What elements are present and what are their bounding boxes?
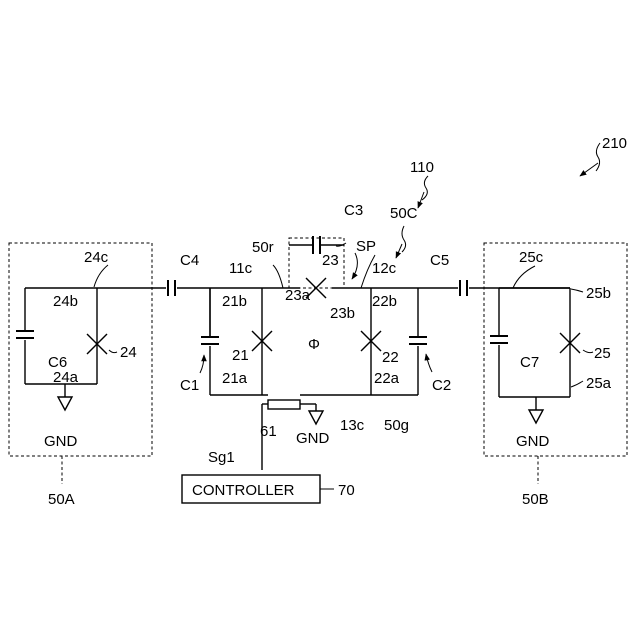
label-gnd-a: GND xyxy=(44,433,78,450)
ref-arrow-210 xyxy=(580,143,600,176)
label-12c: 12c xyxy=(372,260,397,277)
label-25b: 25b xyxy=(586,285,611,302)
label-50C: 50C xyxy=(390,205,418,222)
label-25: 25 xyxy=(594,345,611,362)
ref-arrow-50C xyxy=(396,226,406,258)
label-c5: C5 xyxy=(430,252,449,269)
label-phi: Φ xyxy=(308,336,320,353)
label-c1: C1 xyxy=(180,377,199,394)
label-c2: C2 xyxy=(432,377,451,394)
label-210: 210 xyxy=(602,135,627,152)
label-22: 22 xyxy=(382,349,399,366)
label-gnd-c: GND xyxy=(296,430,330,447)
controller-label: CONTROLLER xyxy=(192,482,295,499)
label-c3: C3 xyxy=(344,202,363,219)
label-c6: C6 xyxy=(48,354,67,371)
block-50B xyxy=(484,243,627,484)
ref-arrow-110 xyxy=(418,176,428,208)
label-sg1: Sg1 xyxy=(208,449,235,466)
label-50r: 50r xyxy=(252,239,274,256)
label-50B: 50B xyxy=(522,491,549,508)
label-22b: 22b xyxy=(372,293,397,310)
label-23b: 23b xyxy=(330,305,355,322)
label-50A: 50A xyxy=(48,491,75,508)
block-50A xyxy=(9,243,152,484)
label-25a: 25a xyxy=(586,375,612,392)
label-13c: 13c xyxy=(340,417,365,434)
label-70: 70 xyxy=(338,482,355,499)
label-23a: 23a xyxy=(285,287,311,304)
label-61: 61 xyxy=(260,423,277,440)
label-50g: 50g xyxy=(384,417,409,434)
label-25c: 25c xyxy=(519,249,544,266)
label-21a: 21a xyxy=(222,370,248,387)
label-110: 110 xyxy=(410,159,434,176)
label-24a: 24a xyxy=(53,369,79,386)
label-21b: 21b xyxy=(222,293,247,310)
label-c4: C4 xyxy=(180,252,199,269)
label-24: 24 xyxy=(120,344,137,361)
label-23: 23 xyxy=(322,252,339,269)
label-22a: 22a xyxy=(374,370,400,387)
label-24c: 24c xyxy=(84,249,109,266)
label-24b: 24b xyxy=(53,293,78,310)
label-c7: C7 xyxy=(520,354,539,371)
label-11c: 11c xyxy=(229,260,253,277)
label-gnd-b: GND xyxy=(516,433,550,450)
label-21: 21 xyxy=(232,347,249,364)
label-sp: SP xyxy=(356,238,376,255)
